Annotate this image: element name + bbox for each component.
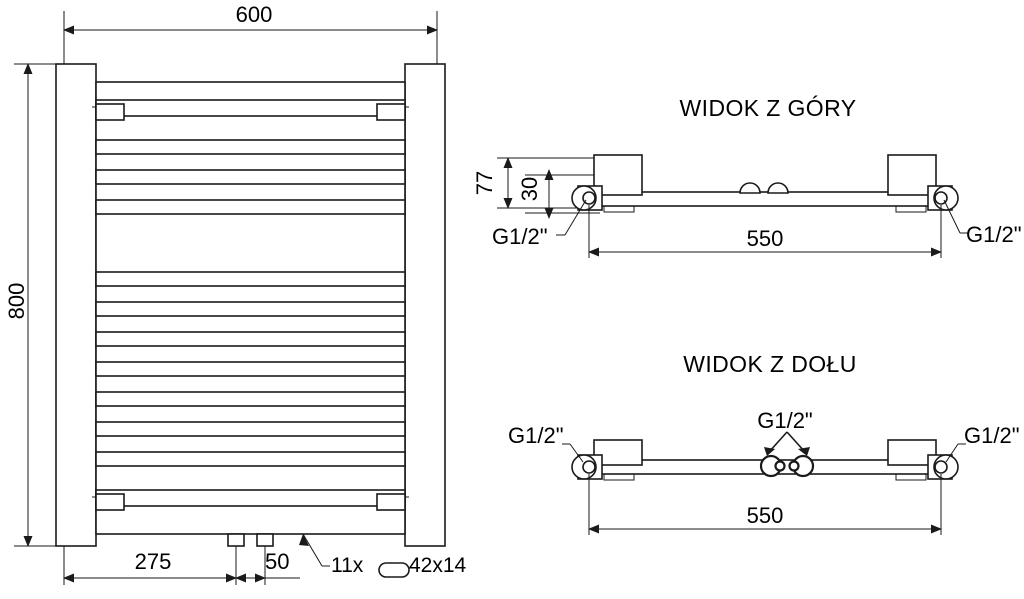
rung-bar xyxy=(95,489,406,507)
top-view-body xyxy=(593,191,937,213)
bottom-view-thread-center-label: G1/2" xyxy=(757,408,813,433)
rung-bar xyxy=(95,391,406,407)
front-view-bottom-dimensions xyxy=(63,546,300,585)
bottom-view-thread-left-label: G1/2" xyxy=(508,423,564,448)
top-view-thread-left-label: G1/2" xyxy=(492,224,548,249)
rung-collar-right xyxy=(376,493,406,511)
rung-collar-left xyxy=(95,493,125,511)
front-view-offset-label: 275 xyxy=(134,549,172,574)
top-view-thread-leaders xyxy=(556,199,968,236)
top-view-group xyxy=(497,154,968,258)
top-view-right-connection xyxy=(927,185,959,211)
bottom-view-right-connection xyxy=(927,454,959,480)
rung-bar xyxy=(95,139,406,155)
top-view-span-dimension xyxy=(588,205,942,258)
rung-bar xyxy=(95,271,406,287)
front-view-group xyxy=(14,11,446,585)
vent-port xyxy=(739,182,761,194)
rung-bar xyxy=(95,301,406,317)
rung-bar xyxy=(95,199,406,215)
rung-bar xyxy=(95,451,406,467)
bottom-view-span-dimension xyxy=(588,474,942,535)
front-view-width-label: 600 xyxy=(235,2,273,27)
bottom-view-title: WIDOK Z DOŁU xyxy=(683,351,857,377)
rung-bar xyxy=(95,331,406,347)
rung-collar-left xyxy=(95,103,125,121)
front-view-spacing-label: 50 xyxy=(265,549,290,574)
rung-bar xyxy=(95,99,406,117)
rounded-rectangle-profile-icon xyxy=(378,562,410,578)
top-view-vent-ports xyxy=(739,182,789,194)
bottom-view-thread-leaders xyxy=(562,443,966,463)
bottom-view-group xyxy=(562,431,966,535)
front-view-rung-count-label: 11x xyxy=(331,554,364,577)
top-view-inner-depth-label: 30 xyxy=(517,176,542,202)
bottom-view-thread-right-label: G1/2" xyxy=(964,423,1020,448)
rung-bar xyxy=(95,169,406,185)
nipple-left xyxy=(227,533,245,547)
front-view-height-label: 800 xyxy=(4,282,29,320)
bottom-view-center-ports xyxy=(759,454,815,478)
rung-collar-right xyxy=(376,103,406,121)
top-view-inner-depth-dimension xyxy=(525,169,600,219)
rung-bar xyxy=(95,361,406,377)
top-view-title: WIDOK Z GÓRY xyxy=(679,95,857,121)
top-view-depth-dimension xyxy=(497,157,610,209)
front-view-rungs xyxy=(92,99,409,511)
top-view-thread-right-label: G1/2" xyxy=(966,222,1022,247)
rung-bar xyxy=(95,421,406,437)
top-view-span-label: 550 xyxy=(746,226,784,251)
bottom-view-span-label: 550 xyxy=(746,503,784,528)
front-view-right-rail xyxy=(404,63,446,547)
top-view-depth-label: 77 xyxy=(472,170,497,196)
front-view-left-rail xyxy=(55,63,97,547)
front-view-rung-profile-label: 42x14 xyxy=(409,554,467,577)
bottom-view-left-connection xyxy=(571,454,603,480)
front-view-width-extension-lines xyxy=(63,11,438,64)
front-view-rung-note-leader xyxy=(299,533,330,567)
nipple-right xyxy=(256,533,274,547)
bottom-view-center-thread-leaders xyxy=(764,431,810,456)
vent-port xyxy=(767,182,789,194)
top-view-left-connection xyxy=(571,185,603,211)
